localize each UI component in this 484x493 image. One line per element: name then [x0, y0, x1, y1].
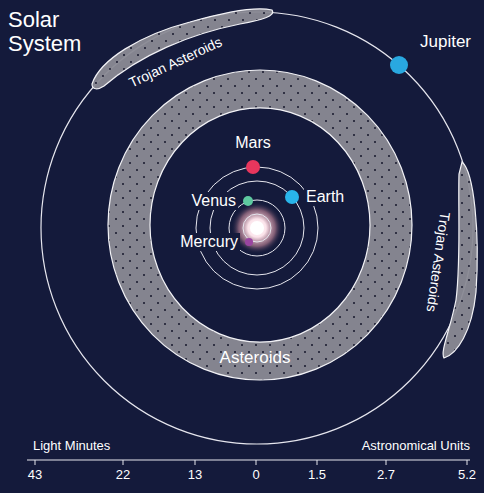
planet-mars: Mars: [225, 134, 285, 176]
planet-name: Jupiter: [420, 32, 471, 52]
scale-title: Astronomical Units: [362, 439, 470, 454]
planet-name: Mercury: [178, 233, 240, 251]
scale-axis: [27, 460, 470, 461]
scale-value: 2.7: [377, 468, 395, 483]
scale-value: 13: [188, 468, 202, 483]
scale-value: 0: [252, 468, 259, 483]
planet-name: Venus: [190, 192, 238, 210]
diagram-title: Solar System: [8, 8, 88, 56]
scale-value: 43: [28, 468, 42, 483]
scale-ticks: [35, 460, 467, 465]
mercury-orbit: [243, 214, 271, 242]
scale-value: 1.5: [308, 468, 326, 483]
region-outline: [106, 68, 416, 384]
scale-title: Light Minutes: [33, 439, 110, 454]
region-name: Trojan Asteroids: [423, 211, 453, 313]
planet-mercury: Mercury: [158, 229, 256, 255]
planet-venus: Venus: [174, 188, 256, 214]
sun: [250, 221, 264, 235]
region-name: Asteroids: [220, 348, 291, 368]
planet-jupiter: Jupiter: [388, 30, 482, 76]
mars-orbit: [196, 167, 318, 289]
planet-name: Earth: [304, 188, 346, 206]
trojan-asteroid-region: Trojan Asteroids: [424, 150, 482, 365]
scale-value: 22: [116, 468, 130, 483]
planet-name: Mars: [233, 134, 273, 152]
scale-value: 5.2: [458, 468, 476, 483]
planet-earth: Earth: [284, 184, 358, 212]
asteroid-belt: Asteroids: [106, 68, 416, 384]
